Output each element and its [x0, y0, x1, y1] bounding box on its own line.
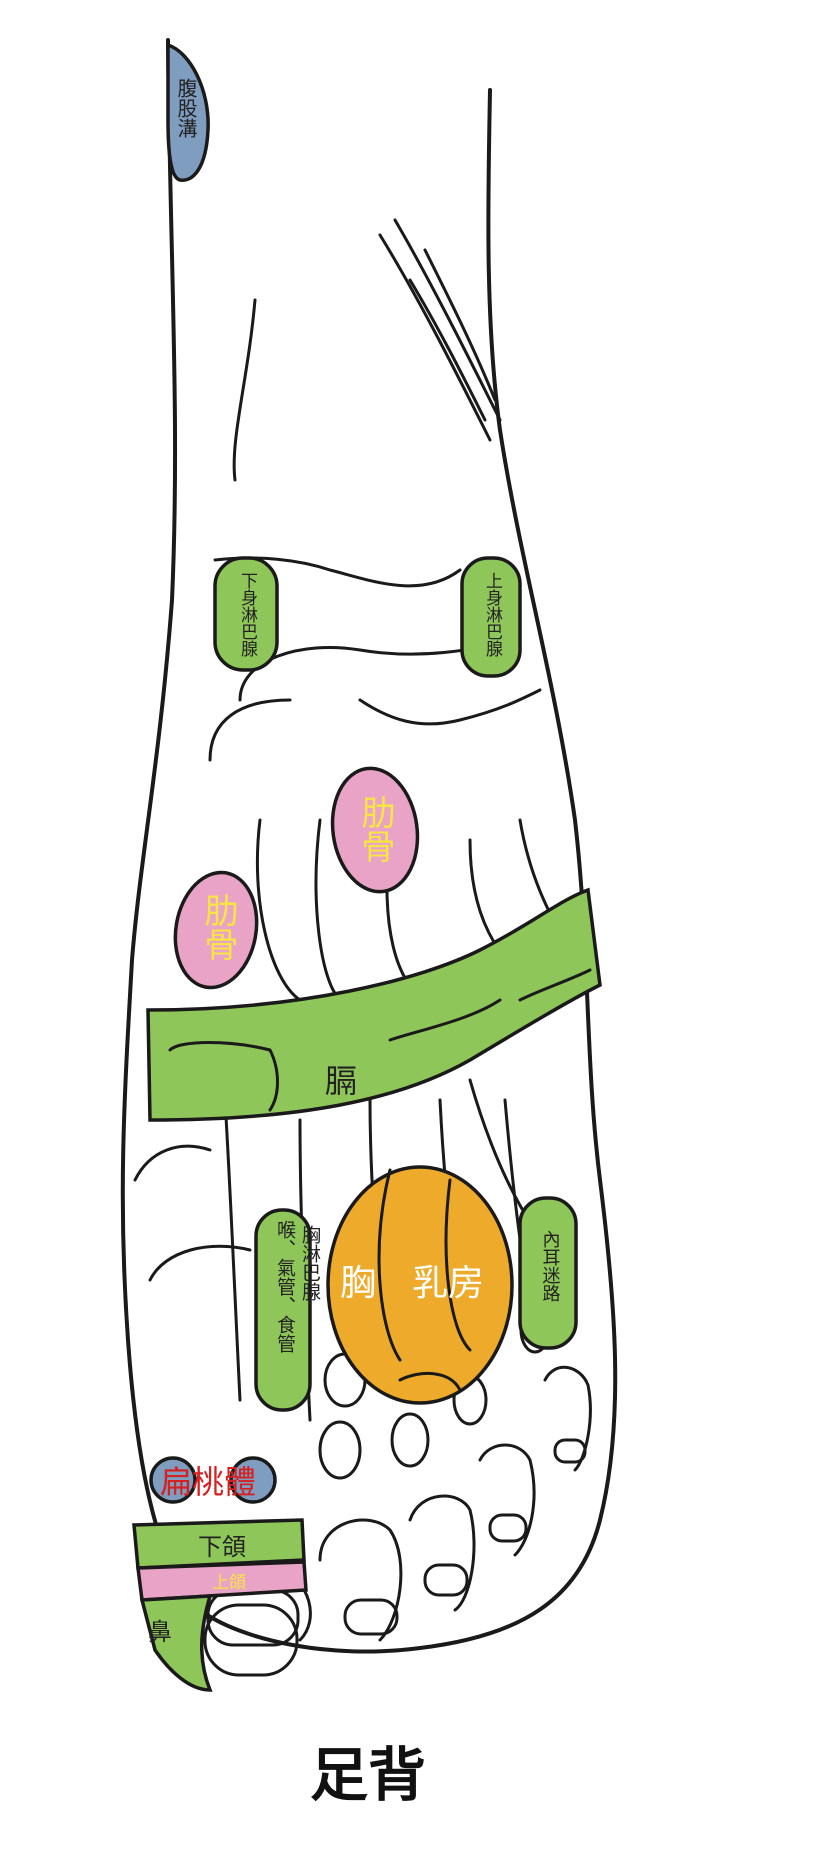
zone-abdominal-groin: 腹股溝 [166, 42, 210, 182]
third-toe-nail [423, 1563, 469, 1597]
zone-upper-lymph: 上身淋巴腺 [460, 556, 522, 678]
label-lower-lymph: 下身淋巴腺 [237, 572, 258, 658]
third-toe [408, 1494, 476, 1612]
label-tonsil: 扁桃體 [160, 1463, 256, 1501]
zone-rib-upper: 肋骨 [330, 766, 420, 894]
fourth-toe [478, 1443, 536, 1557]
zone-throat: 喉、氣管、食管 [254, 1208, 312, 1412]
fourth-toe-nail [488, 1513, 528, 1543]
label-breast: 乳房 [412, 1263, 484, 1304]
zone-inner-ear: 內耳迷路 [518, 1196, 578, 1350]
diagram-title: 足背 [310, 1741, 426, 1809]
zone-lower-jaw: 下頜 [132, 1518, 306, 1570]
label-inner-ear: 內耳迷路 [540, 1230, 561, 1302]
zone-tonsil: 扁桃體 [149, 1456, 277, 1504]
zone-lower-lymph: 下身淋巴腺 [213, 556, 279, 672]
zone-rib-lower: 肋骨 [173, 870, 259, 990]
zone-nose: 鼻 [139, 1594, 299, 1692]
label-rib-lower: 肋骨 [198, 893, 238, 961]
zone-upper-jaw: 上頜 [136, 1560, 308, 1602]
second-toe-nail [343, 1598, 399, 1636]
label-chest: 胸 [340, 1263, 376, 1304]
label-throat: 喉、氣管、食管 [274, 1220, 296, 1353]
label-upper-jaw: 上頜 [212, 1573, 246, 1593]
zone-chest-breast: 胸 乳房 [326, 1165, 514, 1405]
label-chest-lymph: 胸淋巴腺 [299, 1225, 321, 1301]
label-nose: 鼻 [148, 1618, 172, 1646]
label-diaphragm: 膈 [325, 1062, 357, 1100]
label-abdominal-groin: 腹股溝 [174, 78, 198, 139]
label-lower-jaw: 下頜 [198, 1533, 246, 1561]
label-upper-lymph: 上身淋巴腺 [482, 572, 503, 658]
fifth-toe-nail [553, 1438, 587, 1464]
zone-chest-lymph: 胸淋巴腺 [299, 1225, 321, 1301]
zone-diaphragm: 膈 [146, 887, 602, 1122]
second-toe [318, 1518, 403, 1642]
label-rib-upper: 肋骨 [355, 795, 395, 863]
